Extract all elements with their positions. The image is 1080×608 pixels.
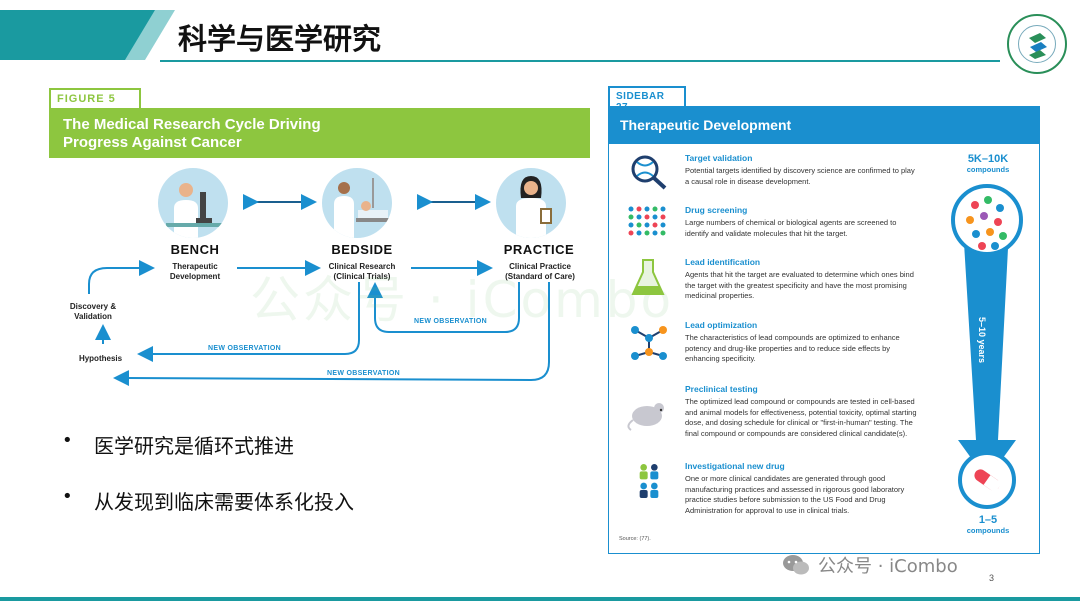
- step-text: Large numbers of chemical or biological …: [685, 218, 897, 238]
- step-heading: Drug screening: [685, 205, 748, 215]
- bullet-item: • 医学研究是循环式推进: [60, 430, 354, 458]
- bullet-dot-icon: •: [62, 486, 73, 507]
- sidebar-title-bar: Therapeutic Development: [608, 106, 1040, 144]
- footer-divider: [0, 597, 1080, 601]
- step-heading: Preclinical testing: [685, 384, 758, 394]
- funnel-bottom-label: 1–5 compounds: [948, 514, 1028, 535]
- funnel-years-label: 5–10 years: [977, 316, 987, 364]
- mouse-icon: [627, 403, 664, 431]
- figure-title: The Medical Research Cycle Driving Progr…: [63, 116, 321, 151]
- stage-bench: BENCH: [170, 242, 220, 257]
- page-title: 科学与医学研究: [178, 22, 382, 56]
- watermark-center: 公众号 · iCombo: [250, 271, 675, 329]
- institution-logo: [1007, 14, 1067, 74]
- observation-label-middle: NEW OBSERVATION: [208, 345, 281, 352]
- funnel-bottom-count: 1–5: [978, 514, 998, 526]
- step-target-validation: Target validation Potential targets iden…: [685, 153, 920, 187]
- discovery-validation-label: Discovery & Validation: [69, 302, 117, 321]
- sidebar-title: Therapeutic Development: [620, 117, 792, 133]
- doctor-clipboard-icon: [516, 176, 552, 238]
- page-number: 3: [989, 573, 995, 583]
- step-lead-optimization: Lead optimization The characteristics of…: [685, 320, 920, 365]
- funnel-bottom-unit: compounds: [966, 526, 1010, 535]
- dot-grid-icon: [628, 206, 666, 236]
- stage-bedside-sub: Clinical Research (Clinical Trials): [328, 262, 396, 281]
- bullet-item: • 从发现到临床需要体系化投入: [60, 486, 354, 514]
- logo-emblem-icon: [1029, 33, 1047, 59]
- step-heading: Target validation: [685, 153, 753, 163]
- step-text: Agents that hit the target are evaluated…: [685, 270, 914, 300]
- step-drug-screening: Drug screening Large numbers of chemical…: [685, 205, 920, 239]
- people-icon: [639, 464, 659, 498]
- watermark-bottom: 公众号 · iCombo: [818, 556, 958, 577]
- wechat-icon: [783, 555, 809, 575]
- bench-scientist-illustration: [158, 168, 228, 238]
- compound-funnel-graphic: [951, 184, 1023, 509]
- step-text: Potential targets identified by discover…: [685, 166, 915, 186]
- bullet-text: 医学研究是循环式推进: [94, 434, 294, 458]
- stage-bedside: BEDSIDE: [331, 242, 393, 257]
- step-heading: Lead optimization: [685, 320, 758, 330]
- step-preclinical-testing: Preclinical testing The optimized lead c…: [685, 384, 920, 439]
- bullet-list: • 医学研究是循环式推进 • 从发现到临床需要体系化投入: [60, 430, 354, 542]
- step-text: One or more clinical candidates are gene…: [685, 474, 905, 515]
- funnel-top-unit: compounds: [966, 165, 1010, 174]
- step-lead-identification: Lead identification Agents that hit the …: [685, 257, 920, 302]
- figure-title-bar: The Medical Research Cycle Driving Progr…: [49, 108, 590, 158]
- step-heading: Investigational new drug: [685, 461, 785, 471]
- step-text: The characteristics of lead compounds ar…: [685, 333, 900, 363]
- funnel-top-label: 5K–10K compounds: [948, 153, 1028, 174]
- sidebar-label: SIDEBAR 27: [608, 86, 686, 113]
- logo-inner-ring: [1018, 25, 1056, 63]
- step-heading: Lead identification: [685, 257, 761, 267]
- hypothesis-label: Hypothesis: [78, 354, 123, 363]
- practice-doctor-illustration: [496, 168, 566, 238]
- bullet-dot-icon: •: [62, 430, 73, 451]
- stage-bench-sub: Therapeutic Development: [169, 262, 221, 281]
- research-cycle-arrows: [88, 194, 550, 387]
- bullet-text: 从发现到临床需要体系化投入: [94, 490, 354, 514]
- source-note: Source: (77).: [619, 536, 651, 542]
- step-investigational-new-drug: Investigational new drug One or more cli…: [685, 461, 920, 516]
- observation-label-inner: NEW OBSERVATION: [414, 318, 487, 325]
- figure-label: FIGURE 5: [49, 88, 141, 108]
- molecule-icon: [631, 326, 667, 360]
- stage-practice: PRACTICE: [503, 242, 575, 257]
- bedside-clinician-illustration: [322, 168, 392, 238]
- funnel-top-count: 5K–10K: [967, 153, 1009, 165]
- stage-practice-sub: Clinical Practice (Standard of Care): [505, 262, 575, 281]
- flask-icon: [631, 259, 665, 295]
- observation-label-outer: NEW OBSERVATION: [327, 370, 400, 377]
- step-text: The optimized lead compound or compounds…: [685, 397, 917, 438]
- header-divider: [160, 60, 1000, 62]
- doctor-patient-icon: [334, 178, 390, 238]
- scientist-microscope-icon: [166, 183, 224, 238]
- magnifier-dna-icon: [631, 155, 667, 190]
